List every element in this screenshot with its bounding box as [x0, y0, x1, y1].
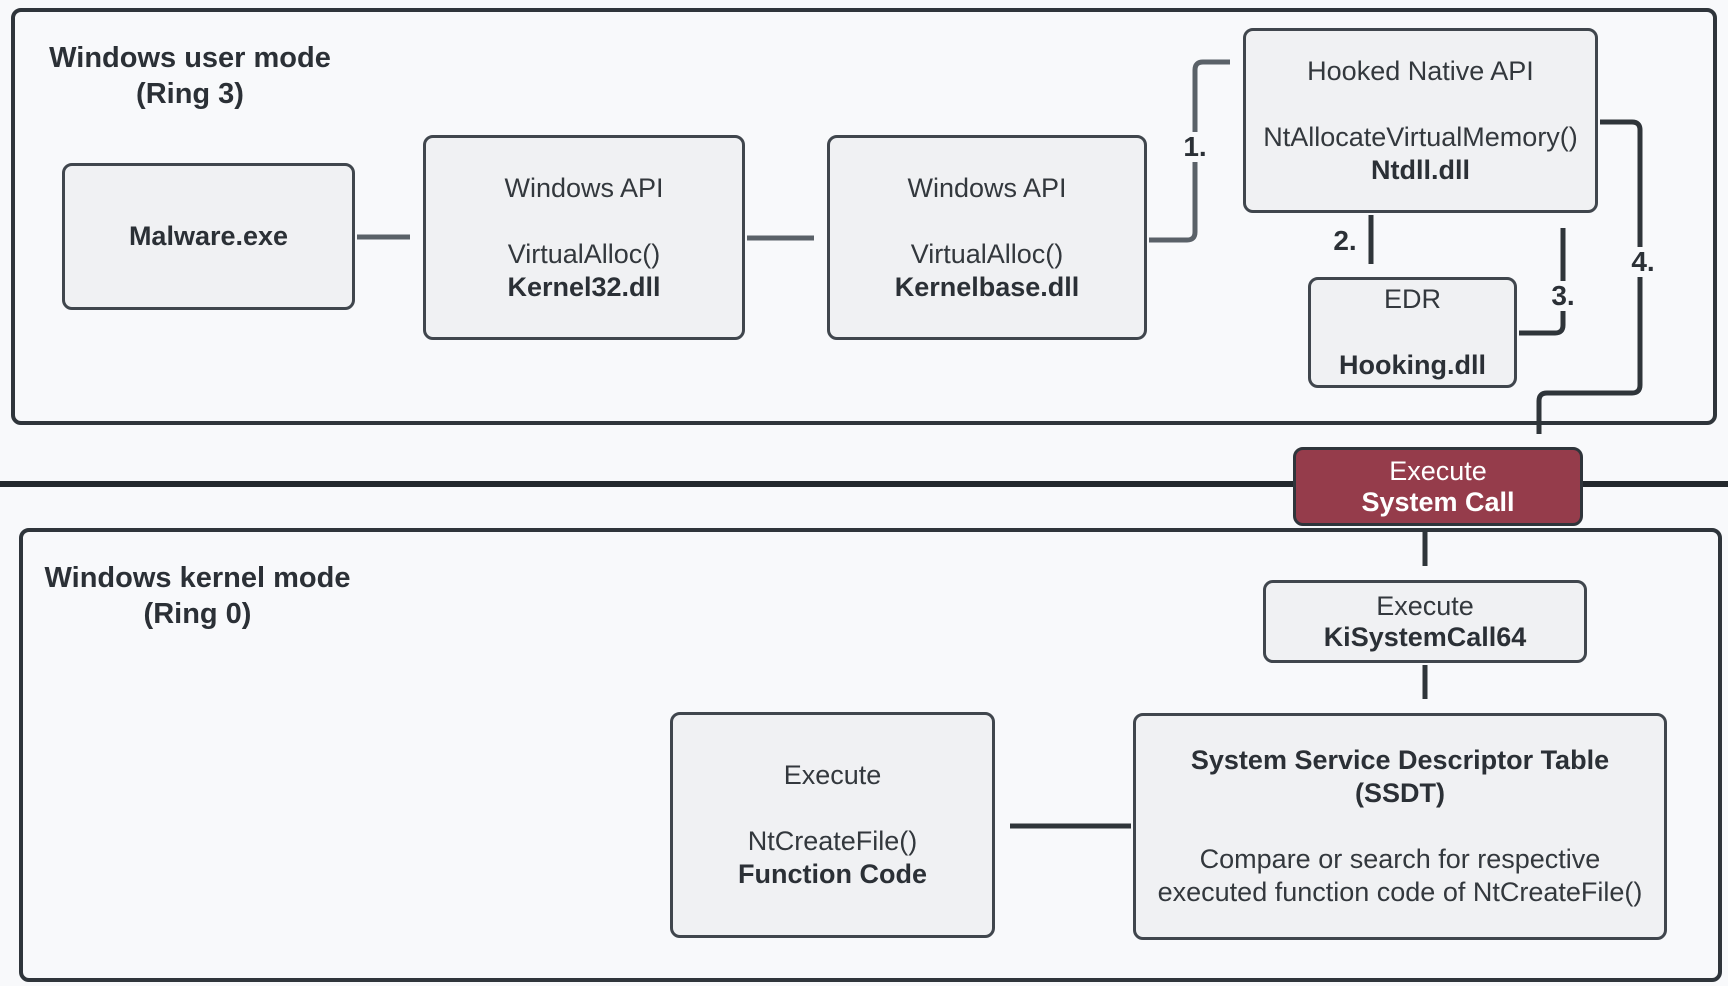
user-kernel-divider-line	[0, 481, 1728, 487]
kernel-mode-label-line1: Windows kernel mode	[44, 562, 351, 594]
user-mode-label-line2: (Ring 3)	[136, 78, 244, 110]
edr-box: EDR Hooking.dll	[1308, 277, 1517, 388]
malware-box: Malware.exe	[62, 163, 355, 310]
step-label-3: 3.	[1545, 281, 1581, 311]
box-line: EDR	[1383, 284, 1441, 314]
kernelbase-api-box: Windows API VirtualAlloc() Kernelbase.dl…	[827, 135, 1147, 340]
box-line: Kernel32.dll	[507, 271, 661, 302]
box-line: Hooking.dll	[1339, 350, 1486, 380]
execute-system-call-box: Execute System Call	[1293, 447, 1583, 526]
kisystemcall64-box: Execute KiSystemCall64	[1263, 580, 1587, 663]
kernel-mode-label: Windows kernel mode (Ring 0)	[40, 560, 355, 632]
box-line: Execute	[1376, 590, 1474, 621]
box-line: Function Code	[738, 859, 927, 889]
box-line: Windows API	[504, 172, 664, 203]
user-mode-label-line1: Windows user mode	[49, 42, 331, 74]
box-line: Windows API	[907, 172, 1067, 203]
box-line: NtCreateFile()	[747, 826, 918, 856]
malware-box-title: Malware.exe	[128, 221, 289, 251]
step-label-2: 2.	[1327, 226, 1363, 256]
box-line: Kernelbase.dll	[894, 271, 1080, 302]
kernel-mode-label-line2: (Ring 0)	[143, 598, 252, 630]
ntcreatefile-box: Execute NtCreateFile() Function Code	[670, 712, 995, 938]
user-mode-container	[11, 8, 1717, 425]
box-line: NtAllocateVirtualMemory()	[1263, 121, 1578, 152]
ssdt-title-line2: (SSDT)	[1355, 778, 1445, 808]
kernel32-api-box: Windows API VirtualAlloc() Kernel32.dll	[423, 135, 745, 340]
user-mode-label: Windows user mode (Ring 3)	[40, 40, 340, 112]
ssdt-title-line1: System Service Descriptor Table	[1190, 745, 1610, 775]
box-line: Hooked Native API	[1307, 55, 1534, 86]
box-line: VirtualAlloc()	[507, 238, 661, 269]
step-label-1: 1.	[1177, 132, 1213, 162]
hooked-native-api-box: Hooked Native API NtAllocateVirtualMemor…	[1243, 28, 1598, 213]
box-line: Execute	[783, 760, 882, 790]
step-label-4: 4.	[1625, 247, 1661, 277]
box-line: VirtualAlloc()	[910, 238, 1064, 269]
ssdt-desc-line1: Compare or search for respective	[1199, 844, 1601, 874]
box-line: Execute	[1389, 455, 1487, 486]
box-line: KiSystemCall64	[1323, 621, 1527, 652]
ssdt-box: System Service Descriptor Table (SSDT) C…	[1133, 713, 1667, 940]
kernel-mode-container	[19, 528, 1722, 982]
ssdt-desc-line2: executed function code of NtCreateFile()	[1157, 877, 1643, 907]
box-line: System Call	[1361, 486, 1515, 517]
box-line: Ntdll.dll	[1371, 154, 1470, 185]
